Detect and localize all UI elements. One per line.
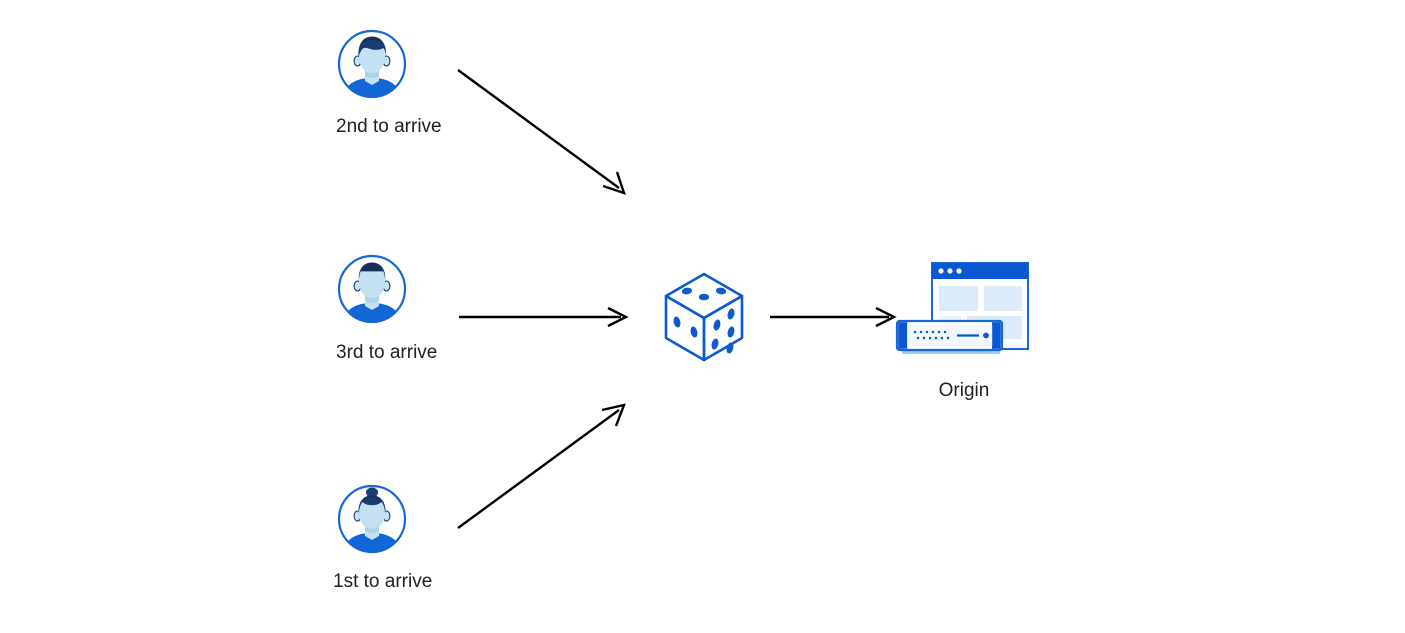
server-device-icon <box>895 319 1004 354</box>
node-label-visitor-3rd: 3rd to arrive <box>336 342 438 363</box>
arrow-visitor1-to-dice <box>457 403 626 529</box>
node-label-visitor-1st: 1st to arrive <box>333 571 433 592</box>
arrow-visitor2-to-dice <box>457 69 626 195</box>
user-avatar-icon[interactable] <box>336 483 408 555</box>
user-avatar-icon[interactable] <box>336 253 408 325</box>
origin-server-icon[interactable] <box>893 258 1035 363</box>
dice-icon[interactable] <box>660 270 748 364</box>
node-label-visitor-2nd: 2nd to arrive <box>336 116 442 137</box>
node-label-origin: Origin <box>938 380 990 401</box>
user-avatar-icon[interactable] <box>336 28 408 100</box>
arrow-visitor3-to-dice <box>459 306 629 328</box>
arrow-dice-to-origin <box>770 306 897 328</box>
